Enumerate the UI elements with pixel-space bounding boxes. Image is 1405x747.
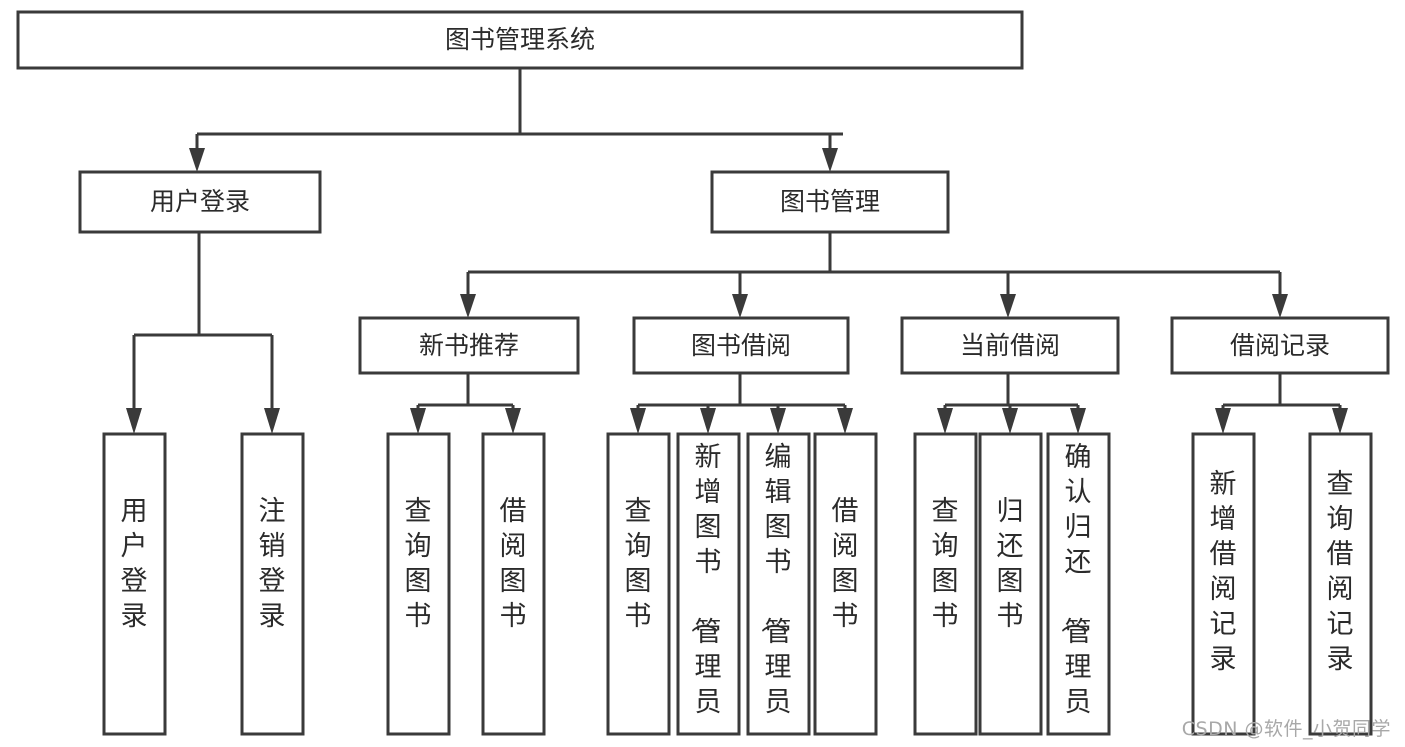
arrow-to-leaf-edit-book — [770, 408, 786, 434]
leaf-node-query-record[interactable]: 查询借阅记录 — [1308, 432, 1373, 736]
leaf-query-book-3-label: 查询图书 — [932, 496, 959, 632]
arrow-to-leaf-confirm-return — [1070, 408, 1086, 434]
leaf-edit-book-label: 编辑图书（管理员） — [758, 442, 792, 747]
arrow-to-leaf-query-book-2 — [630, 408, 646, 434]
leaf-query-record-box[interactable] — [1308, 432, 1373, 736]
leaf-node-query-book-2[interactable]: 查询图书 — [606, 432, 671, 736]
leaf-node-query-book-3[interactable]: 查询图书 — [913, 432, 978, 736]
leaf-borrow-book-2-label: 借阅图书 — [832, 496, 859, 632]
node-book-manage-box[interactable] — [710, 170, 950, 234]
leaf-node-borrow-book-1[interactable]: 借阅图书 — [481, 432, 546, 736]
node-current-borrow[interactable]: 当前借阅 — [900, 316, 1120, 375]
node-user-login-label: 用户登录 — [150, 187, 250, 216]
leaf-borrow-book-1-label: 借阅图书 — [500, 496, 527, 632]
node-book-manage[interactable]: 图书管理 — [710, 170, 950, 234]
arrow-to-leaf-query-book-3 — [937, 408, 953, 434]
leaf-node-return-book[interactable]: 归还图书 — [978, 432, 1043, 736]
leaf-node-confirm-return[interactable]: 确认归还（管理员） — [1046, 432, 1111, 747]
node-current-borrow-label: 当前借阅 — [960, 331, 1060, 360]
node-root-box[interactable] — [16, 10, 1024, 70]
node-book-borrow-label: 图书借阅 — [691, 331, 791, 360]
leaf-query-book-2-box[interactable] — [606, 432, 671, 736]
node-borrow-record-box[interactable] — [1170, 316, 1390, 375]
node-new-book-recommend-box[interactable] — [358, 316, 580, 375]
leaf-query-record-label: 查询借阅记录 — [1327, 469, 1354, 675]
leaf-node-user-login[interactable]: 用户登录 — [102, 432, 167, 736]
leaf-node-edit-book[interactable]: 编辑图书（管理员） — [746, 432, 811, 747]
node-book-manage-label: 图书管理 — [780, 187, 880, 216]
leaf-return-book-label: 归还图书 — [997, 496, 1024, 632]
arrow-to-leaf-borrow-book-1 — [505, 408, 521, 434]
arrow-to-leaf-query-book-1 — [410, 408, 426, 434]
node-current-borrow-box[interactable] — [900, 316, 1120, 375]
leaf-query-book-3-box[interactable] — [913, 432, 978, 736]
arrow-to-leaf-user-login — [126, 408, 142, 434]
leaf-query-book-2-label: 查询图书 — [625, 496, 652, 632]
leaf-add-record-box[interactable] — [1191, 432, 1256, 736]
arrow-to-borrow-record — [1272, 294, 1288, 318]
leaf-query-book-1-label: 查询图书 — [405, 496, 432, 632]
arrow-to-current-borrow — [1000, 294, 1016, 318]
node-new-book-recommend-label: 新书推荐 — [419, 331, 519, 360]
arrow-to-leaf-query-record — [1332, 408, 1348, 434]
leaf-node-borrow-book-2[interactable]: 借阅图书 — [813, 432, 878, 736]
leaf-node-query-book-1[interactable]: 查询图书 — [386, 432, 451, 736]
leaf-query-book-1-box[interactable] — [386, 432, 451, 736]
node-book-borrow-box[interactable] — [632, 316, 850, 375]
arrow-to-book-borrow — [732, 294, 748, 318]
leaf-add-record-label: 新增借阅记录 — [1210, 469, 1237, 675]
arrow-to-leaf-return-book — [1002, 408, 1018, 434]
node-borrow-record-label: 借阅记录 — [1230, 331, 1330, 360]
arrow-to-leaf-borrow-book-2 — [837, 408, 853, 434]
node-user-login[interactable]: 用户登录 — [78, 170, 322, 234]
leaf-return-book-box[interactable] — [978, 432, 1043, 736]
arrow-to-book-manage — [822, 148, 838, 172]
connector-layer — [126, 68, 1348, 434]
leaf-node-add-book[interactable]: 新增图书（管理员） — [676, 432, 741, 747]
leaf-borrow-book-1-box[interactable] — [481, 432, 546, 736]
leaf-add-book-box[interactable] — [676, 432, 741, 736]
leaf-node-add-record[interactable]: 新增借阅记录 — [1191, 432, 1256, 736]
leaf-user-logout-box[interactable] — [240, 432, 305, 736]
leaf-user-login-label: 用户登录 — [121, 496, 148, 632]
node-borrow-record[interactable]: 借阅记录 — [1170, 316, 1390, 375]
node-root[interactable]: 图书管理系统 — [16, 10, 1024, 70]
leaf-confirm-return-box[interactable] — [1046, 432, 1111, 736]
arrow-to-leaf-add-book — [700, 408, 716, 434]
node-book-borrow[interactable]: 图书借阅 — [632, 316, 850, 375]
leaf-edit-book-box[interactable] — [746, 432, 811, 736]
node-new-book-recommend[interactable]: 新书推荐 — [358, 316, 580, 375]
leaf-user-logout-label: 注销登录 — [259, 496, 286, 632]
leaf-node-user-logout[interactable]: 注销登录 — [240, 432, 305, 736]
node-user-login-box[interactable] — [78, 170, 322, 234]
arrow-to-new-book-recommend — [460, 294, 476, 318]
leaf-add-book-label: 新增图书（管理员） — [688, 442, 722, 747]
arrow-to-leaf-user-logout — [264, 408, 280, 434]
arrow-to-leaf-add-record — [1215, 408, 1231, 434]
leaf-user-login-box[interactable] — [102, 432, 167, 736]
node-root-label: 图书管理系统 — [445, 25, 595, 54]
arrow-to-user-login — [189, 148, 205, 172]
leaf-borrow-book-2-box[interactable] — [813, 432, 878, 736]
